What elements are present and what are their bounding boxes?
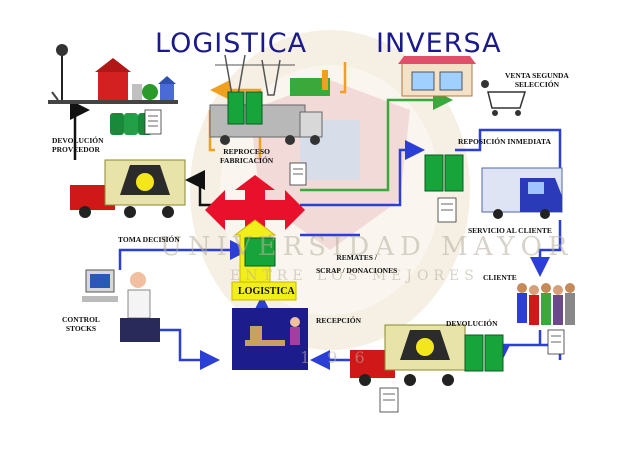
recycle-icon-proveedor bbox=[120, 165, 170, 195]
document-icon bbox=[437, 197, 457, 223]
label-reproceso: REPROCESO FABRICACIÓN bbox=[220, 147, 274, 165]
document-icon bbox=[144, 109, 162, 135]
document-icon bbox=[379, 387, 399, 413]
lote-box-reposicion-2 bbox=[444, 154, 464, 192]
arrow-reposicion-to-truck bbox=[455, 128, 562, 172]
label-remates: REMATES / SCRAP / DONACIONES bbox=[316, 253, 398, 275]
farm-illustration bbox=[48, 44, 178, 104]
arrow-to-proveedor bbox=[185, 170, 215, 207]
arrow-control-to-recepcion bbox=[160, 328, 220, 370]
lote-box-devolucion-2 bbox=[484, 334, 504, 372]
lote-box-factory-1 bbox=[227, 91, 245, 125]
arrow-to-cliente bbox=[530, 220, 562, 277]
label-toma-decision: TOMA DECISIÓN bbox=[118, 235, 180, 244]
arrow-orange-top bbox=[340, 62, 347, 94]
arrow-toma-decision bbox=[118, 240, 250, 270]
central-hub bbox=[205, 175, 305, 301]
arrow-to-venta-segunda bbox=[300, 90, 453, 192]
hub-green-box bbox=[244, 237, 276, 267]
title-inversa: INVERSA bbox=[376, 28, 502, 59]
shopping-cart-icon bbox=[481, 80, 527, 116]
blue-truck-icon bbox=[481, 167, 563, 219]
label-control-stocks: CONTROL STOCKS bbox=[62, 315, 100, 333]
document-icon bbox=[289, 162, 307, 186]
computer-operator bbox=[82, 269, 160, 342]
label-devolucion: DEVOLUCIÓN bbox=[446, 319, 498, 328]
document-icon bbox=[547, 329, 565, 355]
store-icon bbox=[398, 56, 476, 97]
label-devolucion-proveedor: DEVOLUCIÓN PROVEEDOR bbox=[52, 136, 104, 154]
recycle-icon-devolucion bbox=[400, 330, 450, 360]
label-recepcion: RECEPCIÓN bbox=[316, 316, 362, 325]
label-servicio-cliente: SERVICIO AL CLIENTE bbox=[468, 226, 552, 235]
watermark-line1: UNIVERSIDAD MAYOR bbox=[160, 232, 574, 262]
arrow-to-reposicion bbox=[300, 140, 425, 207]
label-logistica: LOGISTICA bbox=[238, 286, 295, 297]
logistica-box bbox=[231, 281, 297, 301]
label-reposicion: REPOSICIÓN INMEDIATA bbox=[458, 137, 551, 146]
arrow-proveedor-to-farm bbox=[70, 100, 90, 160]
watermark-year: 1 9 6 bbox=[300, 348, 371, 367]
title-logistica: LOGISTICA bbox=[155, 28, 308, 59]
label-venta-segunda: VENTA SEGUNDA SELECCIÓN bbox=[505, 71, 569, 89]
customers-crowd bbox=[517, 283, 575, 325]
watermark-line2: ENTRE LOS MEJORES bbox=[230, 268, 479, 284]
factory-powerlines bbox=[215, 54, 330, 96]
lote-box-reposicion-1 bbox=[424, 154, 444, 192]
lote-box-devolucion-1 bbox=[464, 334, 484, 372]
hub-red-arrows bbox=[205, 175, 305, 230]
recepcion-illustration bbox=[232, 308, 308, 370]
label-cliente: CLIENTE bbox=[483, 273, 517, 282]
lote-box-factory-2 bbox=[245, 91, 263, 125]
